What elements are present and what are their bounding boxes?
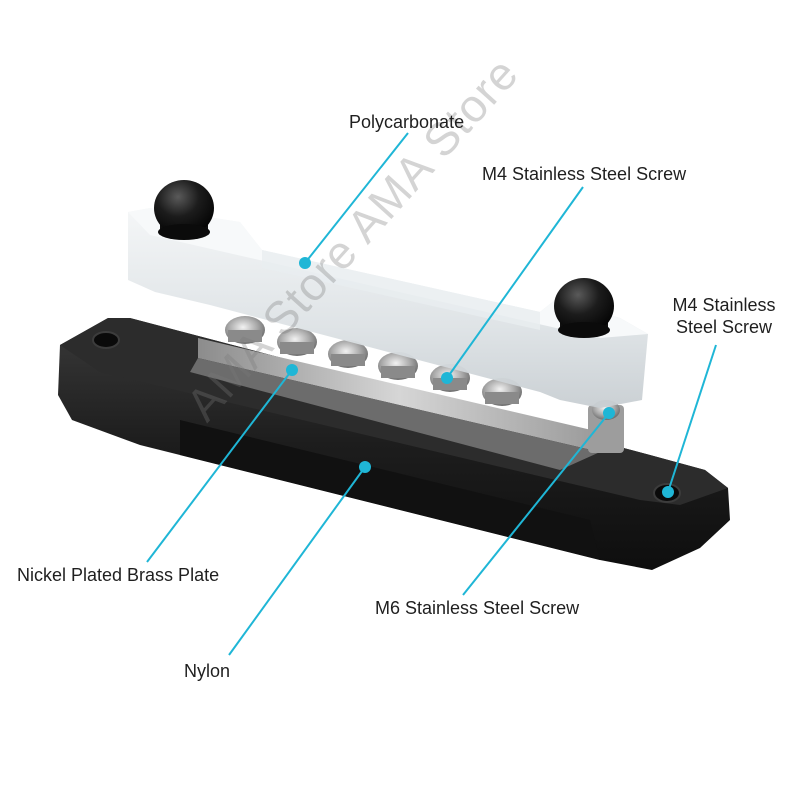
label-nickel-plate: Nickel Plated Brass Plate <box>17 565 220 585</box>
m4-screw-3 <box>328 340 368 368</box>
label-nylon: Nylon <box>184 661 231 681</box>
m4-screw-4 <box>378 352 418 380</box>
callout-dot-m6 <box>603 407 615 419</box>
brass-plate <box>190 338 600 470</box>
callout-lines <box>146 132 717 656</box>
callout-dot-m4-top <box>441 372 453 384</box>
callout-line-nylon <box>228 466 366 656</box>
callout-dot-nylon <box>359 461 371 473</box>
callout-dot-m4-side <box>662 486 674 498</box>
m4-screw-6 <box>482 378 522 406</box>
callout-line-m4-top <box>446 186 584 379</box>
mount-hole-left <box>92 331 120 349</box>
m4-screw-1 <box>225 316 265 344</box>
label-m6-screw: M6 Stainless Steel Screw <box>375 598 580 618</box>
knob-right <box>554 278 614 338</box>
callout-line-m6 <box>462 412 610 596</box>
callout-dots <box>286 257 674 498</box>
callout-dot-nickel <box>286 364 298 376</box>
label-polycarbonate: Polycarbonate <box>349 112 465 132</box>
knob-left <box>154 180 214 240</box>
callout-dot-polycarbonate <box>299 257 311 269</box>
callout-line-nickel <box>146 369 293 563</box>
callout-line-m4-side <box>667 344 717 493</box>
callout-line-polycarbonate <box>304 132 409 264</box>
label-m4-screw-top: M4 Stainless Steel Screw <box>482 164 687 184</box>
label-m4-screw-side: M4 Stainless Steel Screw <box>672 295 776 337</box>
m4-screw-2 <box>277 328 317 356</box>
